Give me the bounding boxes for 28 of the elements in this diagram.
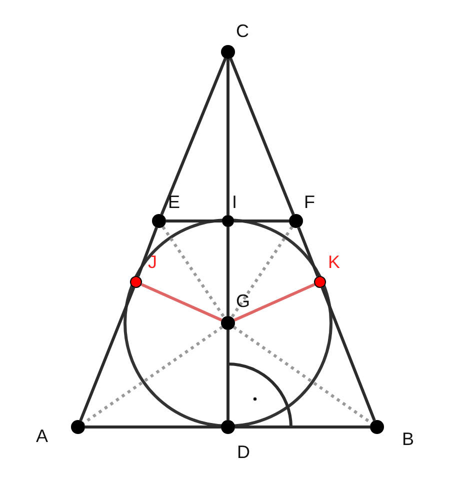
line-segment bbox=[79, 287, 136, 422]
point-label: G bbox=[236, 291, 250, 311]
line-segment bbox=[85, 426, 221, 428]
line-segment bbox=[226, 330, 230, 420]
point-label: C bbox=[236, 21, 249, 41]
line-segment bbox=[226, 227, 230, 316]
point-label: D bbox=[237, 442, 250, 462]
point-label: E bbox=[168, 192, 180, 212]
point-label: J bbox=[148, 252, 157, 272]
line-segment bbox=[297, 226, 320, 277]
point-label: I bbox=[232, 192, 238, 212]
line-segment bbox=[136, 227, 158, 277]
line-segment bbox=[160, 58, 227, 216]
line-segment bbox=[234, 220, 289, 222]
point-label: B bbox=[402, 429, 414, 449]
line-segment bbox=[235, 426, 370, 428]
dotted-line bbox=[82, 326, 224, 424]
line-segment bbox=[229, 58, 295, 216]
point-label: A bbox=[36, 426, 48, 446]
point-label: F bbox=[304, 192, 315, 212]
line-segment bbox=[140, 283, 222, 322]
line-segment bbox=[320, 287, 376, 422]
dotted-line bbox=[162, 226, 226, 318]
line-segment bbox=[226, 59, 230, 215]
line-segment bbox=[234, 283, 316, 322]
line-segment bbox=[166, 220, 222, 222]
dotted-line bbox=[230, 226, 294, 318]
point-label: K bbox=[328, 252, 340, 272]
